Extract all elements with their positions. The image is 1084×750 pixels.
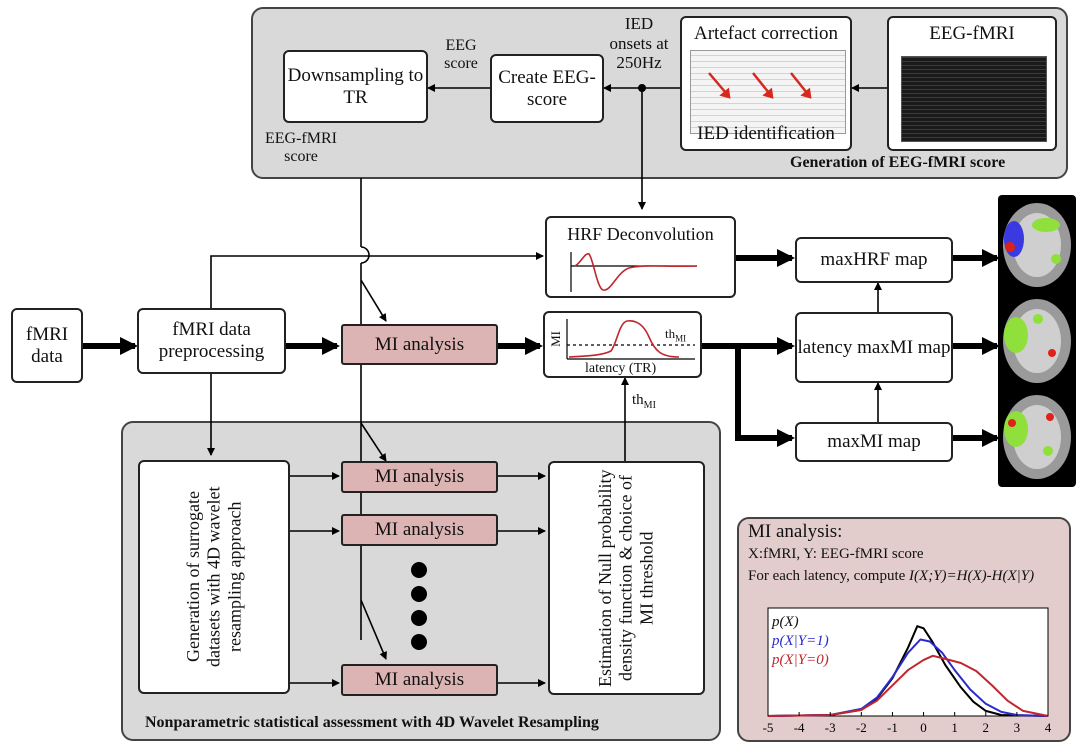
mi-analysis-2: MI analysis bbox=[341, 514, 498, 546]
mi-analysis-1: MI analysis bbox=[341, 461, 498, 493]
brain-maps-strip bbox=[998, 195, 1076, 487]
brain-maps-icon bbox=[1003, 203, 1071, 479]
fmri-data-box: fMRI data bbox=[11, 308, 83, 383]
artefact-correction-box: Artefact correction IED identification bbox=[680, 16, 852, 151]
eeg-recording-thumbnail bbox=[901, 56, 1047, 142]
latency-maxmi-map-box: latency maxMI map bbox=[795, 312, 953, 383]
threshold-label-sub: MI bbox=[675, 333, 687, 344]
maxhrf-map-box: maxHRF map bbox=[795, 237, 953, 283]
eeg-fmri-title: EEG-fMRI bbox=[929, 23, 1015, 44]
fmri-preprocessing-box: fMRI data preprocessing bbox=[137, 308, 286, 374]
eeg-score-label: EEG score bbox=[444, 37, 478, 73]
inset-line2-prefix: For each latency, compute bbox=[748, 568, 910, 584]
x-tick-label: -2 bbox=[856, 720, 867, 735]
inset-formula: I(X;Y)=H(X)-H(X|Y) bbox=[909, 568, 1035, 584]
artefact-correction-title: Artefact correction bbox=[694, 23, 838, 44]
threshold-arrow-sub: MI bbox=[643, 400, 656, 411]
inset-line2: For each latency, compute I(X;Y)=H(X)-H(… bbox=[748, 568, 1034, 585]
threshold-label: thMI bbox=[665, 326, 687, 344]
surrogate-generation-text: Generation of surrogate datasets with 4D… bbox=[182, 486, 245, 668]
legend-px-y1: p(X|Y=1) bbox=[772, 633, 829, 650]
null-estimation-text: Estimation of Null probability density f… bbox=[595, 469, 657, 687]
hrf-deconvolution-title: HRF Deconvolution bbox=[567, 224, 714, 244]
x-tick-label: 0 bbox=[920, 720, 927, 735]
x-tick-label: 3 bbox=[1014, 720, 1021, 735]
threshold-label-text: th bbox=[665, 326, 676, 341]
x-tick-label: -1 bbox=[887, 720, 898, 735]
ellipsis-dot bbox=[411, 610, 427, 626]
downsampling-box: Downsampling to TR bbox=[283, 50, 428, 123]
ellipsis-dot bbox=[411, 562, 427, 578]
density-plot: -5 -4 -3 -2 -1 0 1 2 3 4 bbox=[763, 607, 1052, 735]
x-tick-label: 4 bbox=[1045, 720, 1052, 735]
x-tick-label: -5 bbox=[763, 720, 774, 735]
inset-title: MI analysis: bbox=[748, 521, 843, 542]
mi-analysis-main: MI analysis bbox=[341, 324, 498, 365]
null-estimation-box: Estimation of Null probability density f… bbox=[548, 461, 705, 695]
x-tick-label: -4 bbox=[794, 720, 805, 735]
mi-latency-plot bbox=[566, 319, 695, 360]
eeg-trace-thumbnail bbox=[690, 50, 846, 134]
surrogate-generation-box: Generation of surrogate datasets with 4D… bbox=[138, 460, 290, 694]
legend-px: p(X) bbox=[772, 614, 799, 631]
legend-px-y0: p(X|Y=0) bbox=[772, 652, 829, 669]
create-eeg-score-box: Create EEG-score bbox=[490, 54, 604, 123]
threshold-arrow-label: thMI bbox=[632, 392, 656, 412]
eeg-fmri-box: EEG-fMRI bbox=[887, 16, 1057, 151]
x-tick-label: 2 bbox=[983, 720, 990, 735]
resampling-panel-caption: Nonparametric statistical assessment wit… bbox=[145, 714, 599, 731]
x-tick-label: 1 bbox=[951, 720, 958, 735]
ied-onsets-label: IED onsets at 250Hz bbox=[609, 14, 669, 73]
hrf-curve-plot bbox=[570, 252, 698, 292]
inset-line1: X:fMRI, Y: EEG-fMRI score bbox=[748, 546, 924, 562]
eeg-fmri-score-label: EEG-fMRI score bbox=[265, 130, 337, 166]
ellipsis-dot bbox=[411, 586, 427, 602]
legend-px-y0-text: p(X|Y=0) bbox=[772, 652, 829, 668]
threshold-arrow-text: th bbox=[632, 392, 644, 408]
mi-axis-label: MI bbox=[548, 331, 563, 347]
ied-identification-label: IED identification bbox=[697, 123, 835, 145]
legend-px-text: p(X) bbox=[772, 614, 799, 630]
ied-arrows-icon bbox=[708, 72, 812, 99]
ellipsis-dot bbox=[411, 634, 427, 650]
eeg-score-panel-caption: Generation of EEG-fMRI score bbox=[790, 154, 1006, 171]
mi-latency-plot-box: MI thMI latency (TR) bbox=[543, 311, 702, 378]
mi-analysis-n: MI analysis bbox=[341, 664, 498, 696]
density-series-2 bbox=[767, 638, 1049, 717]
hrf-deconvolution-box: HRF Deconvolution bbox=[545, 216, 736, 298]
latency-axis-label: latency (TR) bbox=[585, 361, 657, 376]
density-chart: -5 -4 -3 -2 -1 0 1 2 3 4 p(X) p(X|Y=1) p(X|Y=0) bbox=[750, 590, 1065, 740]
legend-px-y1-text: p(X|Y=1) bbox=[772, 633, 829, 649]
x-tick-label: -3 bbox=[825, 720, 836, 735]
maxmi-map-box: maxMI map bbox=[795, 422, 953, 462]
density-series-3 bbox=[767, 654, 1049, 717]
